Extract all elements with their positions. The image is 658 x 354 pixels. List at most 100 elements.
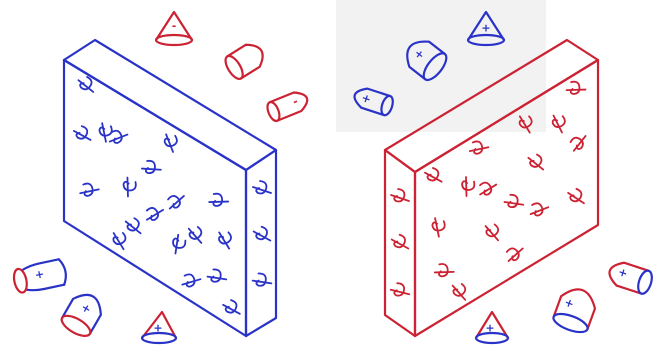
dipole-curl (394, 189, 404, 202)
bullet-piece-2 (222, 39, 268, 81)
dipole-loop (391, 234, 411, 249)
dipole-curl (256, 181, 266, 194)
dipole-curl (431, 218, 447, 233)
dipole-loop (565, 78, 586, 96)
cone-base (476, 333, 508, 343)
dipole-loop (185, 224, 207, 244)
dipole-curl (436, 262, 450, 277)
dipole-loop (253, 226, 273, 241)
bullet-base (551, 310, 590, 335)
charge-sign: - (172, 20, 177, 33)
dipole-axis (526, 158, 545, 170)
bullet-body (606, 259, 649, 293)
dipole-curl (529, 153, 543, 168)
dipole-loop (121, 176, 139, 197)
charge-sign: + (481, 22, 490, 35)
dipole-loop (527, 198, 549, 219)
charge-sign: + (78, 301, 94, 315)
bullet-body (59, 258, 68, 284)
dipole-axis (76, 80, 95, 92)
dipole-loop (172, 234, 187, 254)
dipole-loop (503, 242, 523, 264)
dipole-loop (253, 181, 271, 194)
cone-piece-9: + (142, 312, 176, 343)
bullet-base (265, 100, 282, 122)
dipole-loop (503, 193, 523, 208)
dipole-curl (470, 139, 485, 155)
dipole-loop (433, 261, 454, 279)
loose-pieces: - - + + (12, 12, 655, 343)
dipole-curl (485, 223, 500, 239)
bullet-piece-7: + (12, 258, 68, 294)
cone-base (156, 35, 192, 45)
dipole-curl (182, 272, 198, 288)
dipole-loop (106, 125, 128, 146)
dipole-curl (172, 237, 186, 249)
dipole-axis (124, 221, 143, 233)
dipole-curl (505, 246, 521, 261)
cone-piece-1: - (156, 12, 192, 45)
dipole-loop (124, 216, 145, 234)
dipole-loop (566, 187, 587, 204)
bullet-body (26, 282, 64, 293)
bullet-base (12, 268, 29, 294)
dipole-curl (98, 123, 114, 138)
dipole-loop (73, 125, 93, 140)
cone-piece-10: + (476, 312, 508, 343)
dipole-loop (109, 228, 131, 249)
dipole-curl (80, 181, 95, 197)
dipole-loop (222, 299, 242, 314)
dipole-loop (482, 221, 504, 241)
dipole-loop (77, 179, 99, 199)
bullet-piece-11: + (551, 284, 599, 336)
dipole-loop (252, 272, 272, 287)
blue-slab-dipoles (73, 75, 273, 315)
dipole-curl (393, 283, 404, 296)
dipole-loop (142, 202, 163, 224)
dipole-loop (179, 269, 201, 290)
bullet-piece-8: + (59, 288, 107, 340)
dipole-curl (166, 194, 182, 209)
blue-slab (64, 40, 276, 336)
dipole-curl (255, 272, 267, 286)
dipole-curl (568, 80, 582, 95)
blue-slab-side (246, 150, 276, 336)
dipole-loop (206, 268, 226, 283)
dipole-loop (429, 215, 449, 237)
dipole-loop (449, 280, 471, 300)
dipole-loop (476, 177, 497, 199)
dipole-curl (452, 282, 467, 298)
dipole-curl (188, 225, 203, 241)
dipole-loop (460, 175, 478, 196)
charge-sign: + (153, 322, 162, 335)
dipole-curl (569, 136, 584, 150)
bullet-body (554, 284, 600, 329)
bullet-base (222, 53, 246, 81)
dipole-loop (165, 190, 185, 212)
bullet-base (636, 269, 655, 296)
dipole-curl (122, 179, 137, 193)
dipole-curl (127, 217, 141, 232)
bullet-piece-3: - (265, 89, 311, 123)
charge-sign: + (485, 322, 494, 335)
dipole-loop (215, 228, 237, 249)
dipole-curl (210, 268, 222, 282)
dipole-curl (507, 194, 519, 208)
dipole-loop (568, 132, 586, 153)
charge-sign: + (561, 297, 576, 310)
charge-sign: + (34, 267, 46, 282)
dipole-loop (161, 130, 182, 152)
dipole-curl (79, 76, 93, 91)
dipole-curl (143, 159, 156, 174)
dipole-loop (549, 111, 571, 133)
dipole-curl (461, 178, 476, 192)
blue-slab-front-face (64, 40, 276, 170)
bullet-piece-12: + (606, 259, 654, 295)
dipole-loop (390, 282, 409, 296)
dipole-curl (210, 192, 224, 207)
charge-sign: + (616, 265, 629, 280)
dipole-loop (391, 189, 409, 202)
dipole-loop (424, 167, 444, 182)
dipole-loop (207, 190, 228, 208)
